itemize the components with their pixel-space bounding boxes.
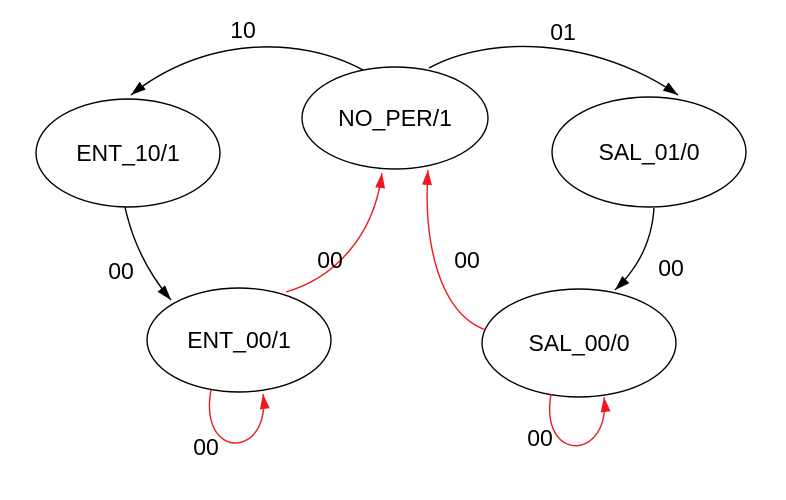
edge-noper-to-ent10 — [130, 46, 364, 96]
state-ellipse — [301, 66, 489, 170]
edge-label-00-sal01-sal00: 00 — [658, 255, 684, 281]
edge-noper-to-sal01 — [428, 45, 679, 96]
state-label: ENT_00/1 — [187, 327, 291, 353]
state-node-no-per: NO_PER/1 — [301, 66, 489, 170]
state-node-ent-10: ENT_10/1 — [35, 98, 221, 208]
state-label: ENT_10/1 — [76, 140, 180, 166]
state-ellipse — [35, 98, 221, 208]
state-ellipse — [551, 96, 747, 208]
edge-label-00-ent00-loop: 00 — [193, 434, 219, 460]
state-label: NO_PER/1 — [338, 105, 452, 131]
edge-label-00-ent10-ent00: 00 — [108, 258, 134, 284]
edge-label-00-sal00-noper: 00 — [454, 247, 480, 273]
state-node-sal-00: SAL_00/0 — [481, 288, 677, 398]
state-ellipse — [146, 287, 332, 393]
edge-label-10: 10 — [230, 17, 256, 43]
edge-label-01: 01 — [550, 19, 576, 45]
state-node-ent-00: ENT_00/1 — [146, 287, 332, 393]
state-node-sal-01: SAL_01/0 — [551, 96, 747, 208]
edge-sal01-to-sal00 — [614, 207, 655, 291]
edge-ent00-self-loop — [208, 389, 270, 444]
edge-sal00-self-loop — [548, 393, 611, 447]
state-label: SAL_00/0 — [528, 330, 629, 356]
edge-ent10-to-ent00 — [124, 206, 172, 301]
edge-label-00-sal00-loop: 00 — [527, 425, 553, 451]
edge-label-00-ent00-noper: 00 — [317, 247, 343, 273]
edge-sal00-to-noper — [422, 169, 487, 331]
state-ellipse — [481, 288, 677, 398]
edge-ent00-to-noper — [285, 172, 386, 293]
state-label: SAL_01/0 — [598, 139, 699, 165]
